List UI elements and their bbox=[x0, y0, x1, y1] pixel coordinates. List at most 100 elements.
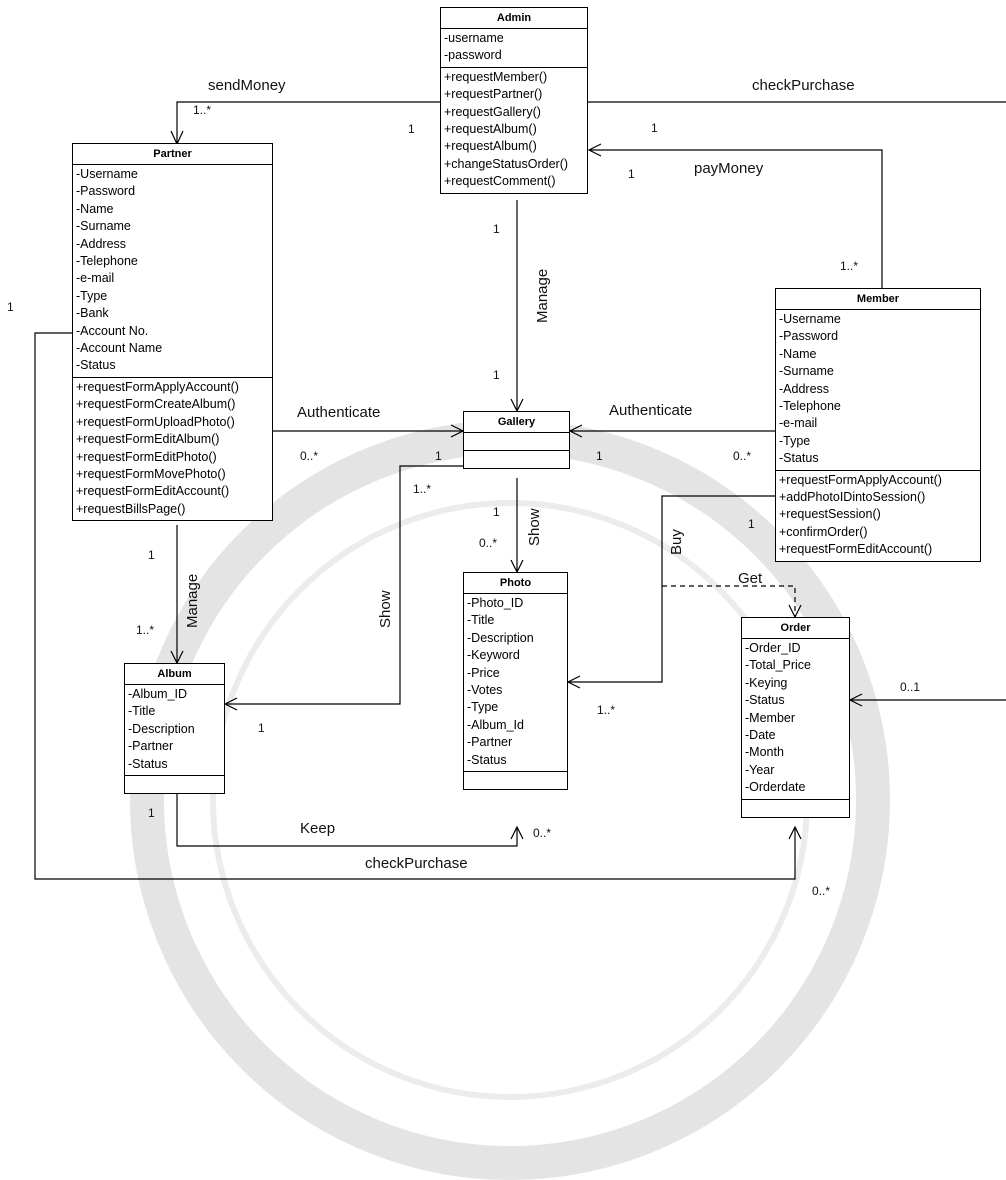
multiplicity-manage-admin: 1 bbox=[493, 222, 500, 236]
arrowhead-authenticate-member bbox=[568, 424, 583, 438]
photo-attribute: -Description bbox=[467, 630, 534, 645]
partner-attribute: -Telephone bbox=[76, 254, 138, 269]
partner-attribute: -Name bbox=[76, 201, 114, 216]
multiplicity-order-right: 0..1 bbox=[900, 680, 921, 694]
multiplicity-auth-member: 0..* bbox=[733, 449, 752, 463]
multiplicity-manage-album-album: 1..* bbox=[136, 623, 155, 637]
photo-attribute: -Votes bbox=[467, 683, 503, 698]
order-attribute: -Orderdate bbox=[745, 780, 806, 795]
relation-label-pay-money: payMoney bbox=[694, 160, 764, 177]
relation-label-authenticate-member: Authenticate bbox=[609, 402, 693, 419]
order-attribute: -Month bbox=[745, 745, 784, 760]
partner-class-name: Partner bbox=[73, 144, 272, 165]
admin-operation: +requestMember() bbox=[444, 69, 548, 84]
multiplicity-keep-album: 1 bbox=[148, 806, 155, 820]
arrowhead-order-right bbox=[848, 693, 863, 707]
admin-attribute: -password bbox=[444, 48, 502, 63]
member-attribute: -Name bbox=[779, 346, 817, 361]
relation-label-show-album: Show bbox=[377, 590, 394, 628]
member-operations: +requestFormApplyAccount() +addPhotoIDin… bbox=[776, 471, 980, 561]
partner-operation: +requestFormCreateAlbum() bbox=[76, 397, 236, 412]
partner-operation: +requestFormEditPhoto() bbox=[76, 449, 217, 464]
partner-operation: +requestFormUploadPhoto() bbox=[76, 414, 235, 429]
album-operations bbox=[125, 776, 224, 793]
partner-attributes: -Username -Password -Name -Surname -Addr… bbox=[73, 165, 272, 378]
photo-attribute: -Price bbox=[467, 665, 500, 680]
photo-attribute: -Status bbox=[467, 752, 507, 767]
multiplicity-send-money-admin: 1 bbox=[408, 122, 415, 136]
relation-label-keep: Keep bbox=[300, 820, 336, 837]
album-class-box: Album -Album_ID -Title -Description -Par… bbox=[124, 663, 225, 795]
partner-attribute: -Type bbox=[76, 288, 108, 303]
album-attributes: -Album_ID -Title -Description -Partner -… bbox=[125, 685, 224, 777]
order-attributes: -Order_ID -Total_Price -Keying -Status -… bbox=[742, 639, 849, 800]
member-class-box: Member -Username -Password -Name -Surnam… bbox=[775, 288, 981, 562]
partner-attribute: -Surname bbox=[76, 219, 131, 234]
photo-attributes: -Photo_ID -Title -Description -Keyword -… bbox=[464, 594, 567, 773]
multiplicity-manage-gallery: 1 bbox=[493, 368, 500, 382]
arrowhead-show-album bbox=[223, 697, 238, 711]
multiplicity-auth-gallery-right: 1 bbox=[596, 449, 603, 463]
member-attribute: -e-mail bbox=[779, 416, 818, 431]
photo-attribute: -Album_Id bbox=[467, 717, 524, 732]
gallery-operations bbox=[464, 451, 569, 468]
order-attribute: -Keying bbox=[745, 675, 788, 690]
photo-attribute: -Keyword bbox=[467, 648, 520, 663]
partner-class-box: Partner -Username -Password -Name -Surna… bbox=[72, 143, 273, 522]
photo-attribute: -Photo_ID bbox=[467, 596, 524, 610]
partner-attribute: -Account Name bbox=[76, 341, 163, 356]
gallery-class-box: Gallery bbox=[463, 411, 570, 469]
member-operation: +requestFormEditAccount() bbox=[779, 542, 933, 557]
line-send-money bbox=[176, 101, 440, 143]
multiplicity-auth-gallery-left: 1 bbox=[435, 449, 442, 463]
relation-label-manage-album: Manage bbox=[184, 573, 201, 628]
partner-attribute: -Account No. bbox=[76, 323, 149, 338]
order-class-name: Order bbox=[742, 618, 849, 639]
order-operations bbox=[742, 800, 849, 817]
line-keep bbox=[176, 775, 518, 847]
member-attribute: -Surname bbox=[779, 364, 834, 379]
member-attributes: -Username -Password -Name -Surname -Addr… bbox=[776, 310, 980, 471]
multiplicity-auth-partner: 0..* bbox=[300, 449, 319, 463]
partner-attribute: -Address bbox=[76, 236, 127, 251]
photo-class-name: Photo bbox=[464, 573, 567, 594]
relation-label-send-money: sendMoney bbox=[208, 77, 286, 94]
multiplicity-buy-member: 1 bbox=[748, 517, 755, 531]
order-attribute: -Order_ID bbox=[745, 641, 801, 655]
line-get bbox=[662, 585, 796, 617]
admin-operation: +requestComment() bbox=[444, 174, 556, 189]
multiplicity-show-album: 1 bbox=[258, 721, 265, 735]
order-class-box: Order -Order_ID -Total_Price -Keying -St… bbox=[741, 617, 850, 818]
admin-operation: +changeStatusOrder() bbox=[444, 156, 569, 171]
gallery-attributes bbox=[464, 433, 569, 451]
multiplicity-show-album-gallery: 1..* bbox=[413, 482, 432, 496]
arrowhead-pay-money bbox=[587, 143, 602, 157]
member-operation: +confirmOrder() bbox=[779, 524, 868, 539]
member-operation: +addPhotoIDintoSession() bbox=[779, 490, 926, 505]
member-attribute: -Status bbox=[779, 451, 819, 466]
member-attribute: -Address bbox=[779, 381, 830, 396]
partner-operation: +requestFormEditAlbum() bbox=[76, 432, 220, 447]
relation-label-show-photo: Show bbox=[526, 508, 543, 546]
arrowhead-check-purchase-bottom bbox=[788, 825, 802, 840]
album-attribute: -Album_ID bbox=[128, 687, 188, 701]
relation-label-authenticate-partner: Authenticate bbox=[297, 404, 381, 421]
admin-class-name: Admin bbox=[441, 8, 587, 29]
multiplicity-buy-photo: 1..* bbox=[597, 703, 616, 717]
multiplicity-order-bottom: 0..* bbox=[812, 884, 831, 898]
multiplicity-show-photo-gallery: 1 bbox=[493, 505, 500, 519]
partner-operation: +requestFormApplyAccount() bbox=[76, 379, 239, 394]
album-attribute: -Title bbox=[128, 704, 156, 719]
multiplicity-check-purchase-admin: 1 bbox=[651, 121, 658, 135]
order-attribute: -Date bbox=[745, 728, 776, 743]
multiplicity-left-edge: 1 bbox=[7, 300, 14, 314]
album-attribute: -Description bbox=[128, 721, 195, 736]
multiplicity-pay-money-admin: 1 bbox=[628, 167, 635, 181]
admin-attributes: -username -password bbox=[441, 29, 587, 68]
relation-label-check-purchase-bottom: checkPurchase bbox=[365, 855, 468, 872]
admin-operations: +requestMember() +requestPartner() +requ… bbox=[441, 68, 587, 193]
member-attribute: -Password bbox=[779, 329, 839, 344]
order-attribute: -Member bbox=[745, 710, 796, 725]
album-class-name: Album bbox=[125, 664, 224, 685]
relation-label-check-purchase-top: checkPurchase bbox=[752, 77, 855, 94]
